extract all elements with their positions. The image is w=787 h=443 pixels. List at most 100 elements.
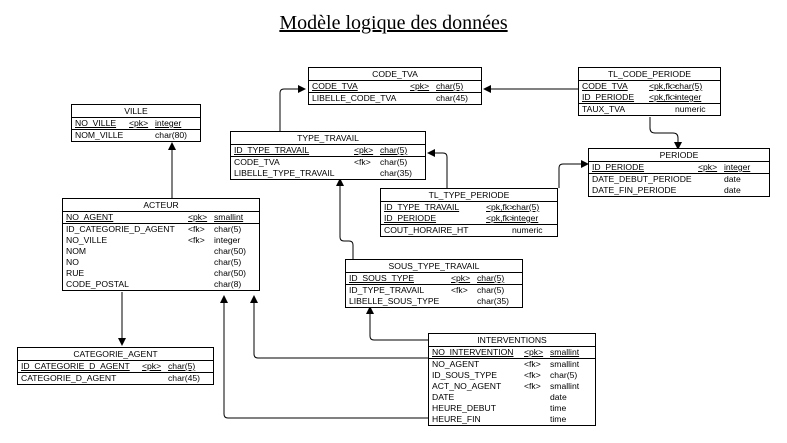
key-marker: <pk> xyxy=(410,81,430,91)
key-marker xyxy=(524,392,550,403)
key-marker xyxy=(142,373,168,384)
table-tl-type-periode[interactable]: TL_TYPE_PERIODE ID_TYPE_TRAVAIL<pk,fk>ch… xyxy=(380,188,558,237)
key-marker: <pk,fk> xyxy=(649,92,678,102)
key-marker: <fk> xyxy=(524,359,541,369)
link-tltypeperiode-typetravail xyxy=(427,149,448,188)
table-rows: ID_TYPE_TRAVAIL<pk,fk>char(5)ID_PERIODE<… xyxy=(381,202,557,236)
field-type: char(35) xyxy=(477,296,509,306)
table-rows: ID_TYPE_TRAVAIL<pk>char(5)CODE_TVA<fk>ch… xyxy=(231,145,425,179)
key-marker: <pk,fk> xyxy=(486,202,515,212)
field-type: time xyxy=(550,414,567,424)
field-type: char(5) xyxy=(380,145,408,155)
table-rows: CODE_TVA<pk,fk>char(5)ID_PERIODE<pk,fk>i… xyxy=(579,81,720,115)
field-type: integer xyxy=(512,213,539,223)
field-name: NO_AGENT xyxy=(432,359,480,369)
key-marker: <pk,fk> xyxy=(649,81,678,91)
table-row: CODE_TVA<fk>char(5) xyxy=(231,157,425,168)
key-marker: <pk> xyxy=(142,361,162,371)
field-type: char(5) xyxy=(436,81,464,91)
key-marker xyxy=(649,104,675,115)
field-name: ID_CATEGORIE_D_AGENT xyxy=(21,361,130,371)
link-tltypeperiode-periode xyxy=(558,160,589,188)
field-name: CATEGORIE_D_AGENT xyxy=(21,373,117,383)
key-marker: <pk,fk> xyxy=(486,213,515,223)
table-row: ID_TYPE_TRAVAIL <pk> char(5) xyxy=(231,145,425,157)
field-type: smallint xyxy=(550,359,580,369)
table-row: ID_SOUS_TYPE<pk>char(5) xyxy=(346,273,522,285)
field-name: NO xyxy=(66,257,79,267)
key-marker: <fk> xyxy=(524,370,541,380)
field-type: char(45) xyxy=(436,93,468,103)
key-marker xyxy=(698,174,724,185)
field-type: char(5) xyxy=(512,202,540,212)
table-row: CODE_TVA<pk>char(5) xyxy=(309,81,481,93)
key-marker xyxy=(188,257,214,268)
field-type: char(5) xyxy=(168,361,196,371)
key-marker: <pk> xyxy=(451,273,471,283)
table-header: VILLE xyxy=(72,105,200,118)
field-name: NOM xyxy=(66,246,87,256)
table-code-tva[interactable]: CODE_TVA CODE_TVA<pk>char(5)LIBELLE_CODE… xyxy=(308,67,482,105)
table-sous-type-travail[interactable]: SOUS_TYPE_TRAVAIL ID_SOUS_TYPE <pk> char(5… xyxy=(345,259,523,308)
field-type: char(5) xyxy=(675,81,703,91)
field-type: time xyxy=(550,403,567,413)
field-name: CODE_TVA xyxy=(234,157,280,167)
table-interventions[interactable]: INTERVENTIONS NO_INTERVENTION<pk>smallin… xyxy=(428,333,596,426)
table-header: SOUS_TYPE_TRAVAIL xyxy=(346,260,522,273)
table-tl-code-periode[interactable]: TL_CODE_PERIODE CODE_TVA<pk,fk>char(5)ID… xyxy=(578,67,721,116)
field-name: ID_PERIODE xyxy=(592,162,645,172)
field-type: char(5) xyxy=(214,257,242,267)
field-type: char(5) xyxy=(214,224,242,234)
field-type: char(45) xyxy=(168,373,200,383)
key-marker: <pk> xyxy=(129,118,149,128)
table-row: NO_VILLE<pk>integer xyxy=(72,118,200,130)
field-name: ID_TYPE_TRAVAIL xyxy=(349,285,425,295)
key-marker xyxy=(486,225,512,236)
field-type: char(5) xyxy=(380,157,408,167)
table-header: INTERVENTIONS xyxy=(429,334,595,347)
link-interventions-acteur-1 xyxy=(250,295,428,359)
table-categorie-agent[interactable]: CATEGORIE_AGENT ID_CATEGORIE_D_AGENT <pk>… xyxy=(17,347,214,385)
table-header: CATEGORIE_AGENT xyxy=(18,348,213,361)
page-title: Modèle logique des données xyxy=(0,12,787,35)
key-marker: <pk> xyxy=(188,212,208,222)
table-row: NO_VILLE<fk>integer xyxy=(63,235,259,246)
field-name: ID_SOUS_TYPE xyxy=(349,273,414,283)
field-name: ID_TYPE_TRAVAIL xyxy=(384,202,460,212)
field-type: date xyxy=(724,185,741,195)
field-type: char(5) xyxy=(477,285,505,295)
field-name: NO_AGENT xyxy=(66,212,114,222)
key-marker: <pk> xyxy=(354,145,374,155)
key-marker: <fk> xyxy=(451,285,468,295)
key-marker: <fk> xyxy=(188,224,205,234)
field-name: COUT_HORAIRE_HT xyxy=(384,225,469,235)
key-marker xyxy=(410,93,436,104)
field-type: integer xyxy=(724,162,751,172)
table-header: TL_CODE_PERIODE xyxy=(579,68,720,81)
field-name: RUE xyxy=(66,268,85,278)
field-name: NO_VILLE xyxy=(66,235,108,245)
field-type: smallint xyxy=(214,212,244,222)
field-name: ID_TYPE_TRAVAIL xyxy=(234,145,310,155)
field-type: char(35) xyxy=(380,168,412,178)
key-marker: <fk> xyxy=(188,235,205,245)
field-type: date xyxy=(550,392,567,402)
field-name: NO_INTERVENTION xyxy=(432,347,514,357)
table-type-travail[interactable]: TYPE_TRAVAIL ID_TYPE_TRAVAIL<pk>char(5)C… xyxy=(230,131,426,180)
table-header: CODE_TVA xyxy=(309,68,481,81)
